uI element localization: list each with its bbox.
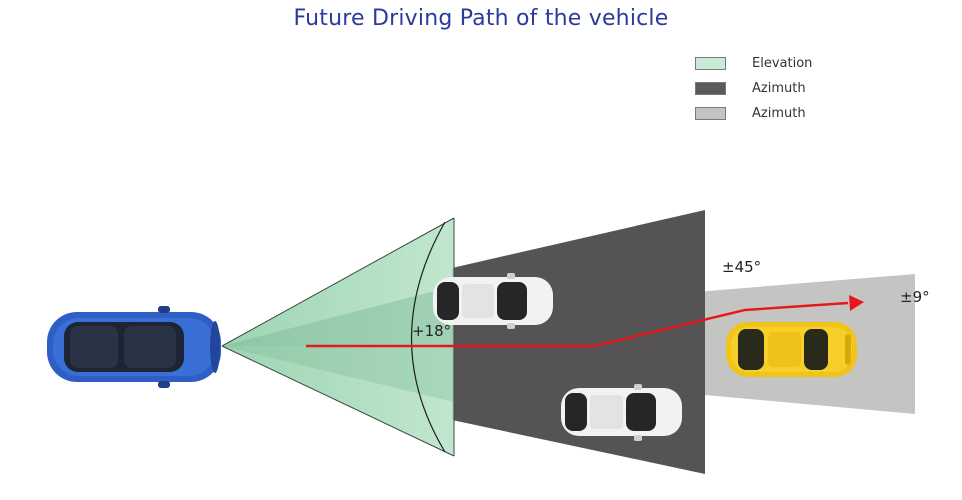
azimuth-wide-angle-label: ±45°	[722, 258, 762, 276]
legend-item-azimuth-wide: Azimuth	[695, 76, 812, 101]
legend: Elevation Azimuth Azimuth	[695, 51, 812, 126]
legend-swatch-elevation	[695, 57, 726, 70]
legend-swatch-azimuth-wide	[695, 82, 726, 95]
future-path-line	[306, 301, 849, 348]
elevation-angle-label: +18°	[412, 322, 452, 340]
elevation-core-upper	[222, 286, 454, 346]
vehicle-upper	[433, 273, 553, 329]
elevation-field	[222, 218, 454, 456]
legend-label-azimuth-narrow: Azimuth	[752, 106, 806, 121]
legend-label-elevation: Elevation	[752, 56, 813, 71]
azimuth-narrow-angle-label: ±9°	[900, 288, 930, 306]
legend-item-azimuth-narrow: Azimuth	[695, 101, 812, 126]
ego-vehicle	[47, 306, 221, 388]
elevation-edge-top	[221, 217, 455, 347]
legend-label-azimuth-wide: Azimuth	[752, 81, 806, 96]
elevation-edge-bottom	[221, 345, 455, 457]
legend-swatch-azimuth-narrow	[695, 107, 726, 120]
target-vehicle	[726, 322, 857, 377]
future-path-arrowhead	[849, 295, 864, 311]
legend-item-elevation: Elevation	[695, 51, 812, 76]
elevation-angle-arc	[410, 221, 446, 453]
diagram-title: Future Driving Path of the vehicle	[293, 6, 669, 31]
vehicle-lower	[561, 384, 682, 441]
elevation-core-lower	[222, 346, 454, 402]
